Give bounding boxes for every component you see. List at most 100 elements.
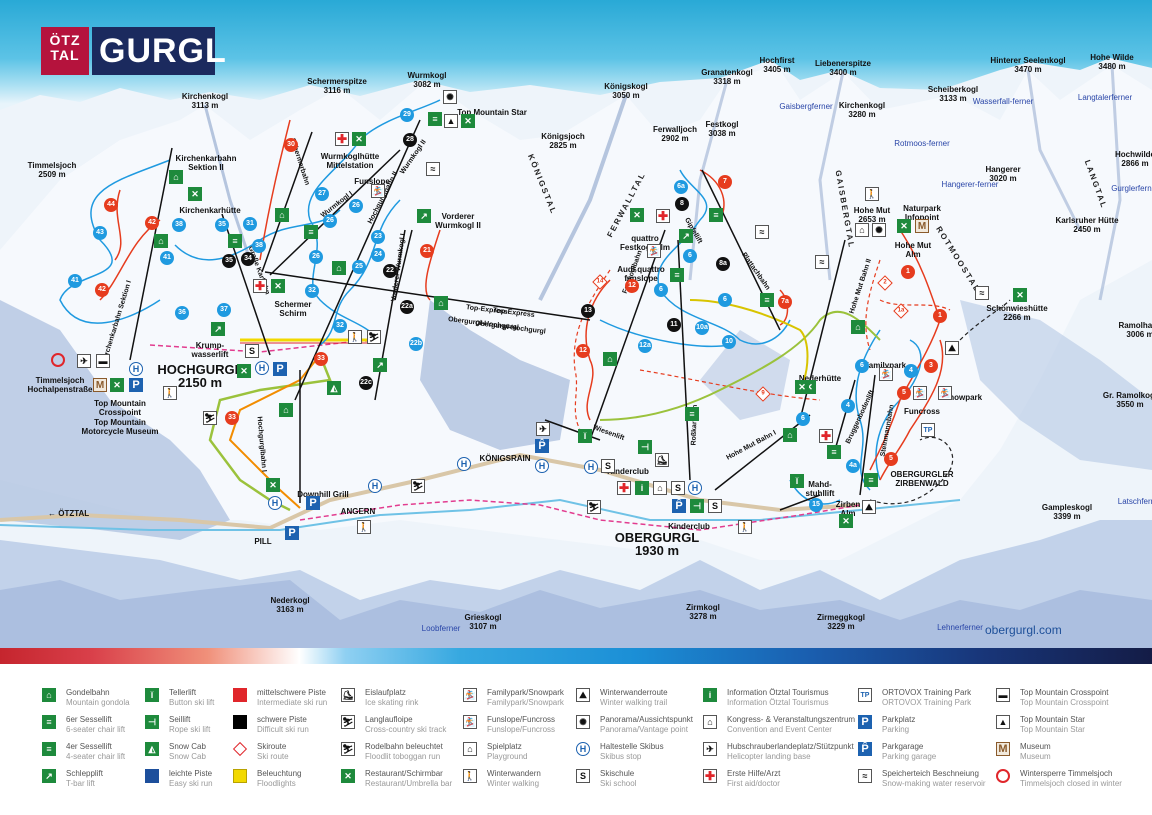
panorama-icon[interactable]: ✺	[872, 223, 886, 237]
run-marker-black[interactable]: 22a	[400, 300, 414, 314]
run-marker-black[interactable]: 13	[581, 304, 595, 318]
run-marker-blue[interactable]: 10a	[695, 321, 709, 335]
first-aid-icon[interactable]: ✚	[656, 209, 670, 223]
gondola-icon[interactable]: ⌂	[154, 234, 168, 248]
gondola-icon[interactable]: ⌂	[434, 296, 448, 310]
run-marker-blue[interactable]: 26	[323, 214, 337, 228]
rope-lift-icon[interactable]: ⊣	[638, 440, 652, 454]
run-marker-blue[interactable]: 6	[855, 359, 869, 373]
funslope-icon[interactable]: 🏂	[913, 386, 927, 400]
run-marker-blue[interactable]: 22b	[409, 337, 423, 351]
panorama-icon[interactable]: ✺	[443, 90, 457, 104]
winter-walking-icon[interactable]: 🚶	[738, 520, 752, 534]
run-marker-black[interactable]: 22	[383, 264, 397, 278]
run-marker-blue[interactable]: 38	[252, 239, 266, 253]
run-marker-blue[interactable]: 43	[93, 226, 107, 240]
run-marker-red[interactable]: 44	[104, 198, 118, 212]
run-marker-red[interactable]: 7	[718, 175, 732, 189]
bus-stop-icon[interactable]: H	[129, 362, 143, 376]
ski-school-icon[interactable]: S	[708, 499, 722, 513]
run-marker-blue[interactable]: 6	[718, 293, 732, 307]
run-marker-blue[interactable]: 6	[683, 249, 697, 263]
run-marker-black[interactable]: 34	[241, 252, 255, 266]
run-marker-red[interactable]: 12	[576, 344, 590, 358]
parking-icon[interactable]: P	[285, 526, 299, 540]
walking-trail-icon[interactable]: ⛰	[945, 341, 959, 355]
run-marker-blue[interactable]: 32	[305, 284, 319, 298]
tbar-lift-icon[interactable]: ↗	[373, 358, 387, 372]
bus-stop-icon[interactable]: H	[584, 460, 598, 474]
run-marker-blue[interactable]: 25	[352, 260, 366, 274]
restaurant-icon[interactable]: ✕	[1013, 288, 1027, 302]
water-reservoir-icon[interactable]: ≈	[426, 162, 440, 176]
bus-stop-icon[interactable]: H	[368, 479, 382, 493]
run-marker-black[interactable]: 11	[667, 318, 681, 332]
restaurant-icon[interactable]: ✕	[237, 364, 251, 378]
run-marker-blue[interactable]: 4	[841, 399, 855, 413]
water-reservoir-icon[interactable]: ≈	[975, 286, 989, 300]
first-aid-icon[interactable]: ✚	[335, 132, 349, 146]
run-marker-blue[interactable]: 26	[349, 199, 363, 213]
chairlift-6-icon[interactable]: ≡	[685, 407, 699, 421]
ski-school-icon[interactable]: S	[671, 481, 685, 495]
cross-country-icon[interactable]: ⛷	[411, 479, 425, 493]
tbar-lift-icon[interactable]: ↗	[417, 209, 431, 223]
restaurant-icon[interactable]: ✕	[839, 514, 853, 528]
congress-center-icon[interactable]: ⌂	[653, 481, 667, 495]
museum-icon[interactable]: M	[93, 378, 107, 392]
playground-icon[interactable]: ⌂	[855, 223, 869, 237]
water-reservoir-icon[interactable]: ≈	[815, 255, 829, 269]
run-marker-black[interactable]: 22c	[359, 376, 373, 390]
run-marker-blue[interactable]: 6	[654, 283, 668, 297]
run-marker-red[interactable]: 30	[284, 138, 298, 152]
funslope-icon[interactable]: 🏂	[371, 184, 385, 198]
run-marker-red[interactable]: 5	[884, 452, 898, 466]
cross-country-icon[interactable]: ⛷	[587, 500, 601, 514]
snowcab-icon[interactable]: ◭	[327, 381, 341, 395]
run-marker-blue[interactable]: 27	[315, 187, 329, 201]
crosspoint-icon[interactable]: ▬	[96, 354, 110, 368]
parking-icon[interactable]: P	[273, 362, 287, 376]
museum-icon[interactable]: M	[915, 219, 929, 233]
run-marker-blue[interactable]: 26	[309, 250, 323, 264]
run-marker-blue[interactable]: 41	[68, 274, 82, 288]
bus-stop-icon[interactable]: H	[268, 496, 282, 510]
rope-lift-icon[interactable]: ⊣	[690, 499, 704, 513]
run-marker-blue[interactable]: 37	[217, 303, 231, 317]
chairlift-6-icon[interactable]: ≡	[428, 112, 442, 126]
run-marker-red[interactable]: 3	[924, 359, 938, 373]
restaurant-icon[interactable]: ✕	[897, 219, 911, 233]
parking-garage-icon[interactable]: P̂	[535, 439, 549, 453]
run-marker-blue[interactable]: 41	[160, 251, 174, 265]
ski-school-icon[interactable]: S	[601, 459, 615, 473]
run-marker-blue[interactable]: 6a	[674, 180, 688, 194]
run-marker-blue[interactable]: 24	[371, 248, 385, 262]
ski-school-icon[interactable]: S	[245, 344, 259, 358]
website-link[interactable]: obergurgl.com	[985, 623, 1062, 637]
run-marker-blue[interactable]: 38	[172, 218, 186, 232]
button-lift-icon[interactable]: ǐ	[578, 429, 592, 443]
parking-icon[interactable]: P	[129, 378, 143, 392]
winter-walking-icon[interactable]: 🚶	[357, 520, 371, 534]
bus-stop-icon[interactable]: H	[457, 457, 471, 471]
toboggan-icon[interactable]: ⛷	[203, 411, 217, 425]
gondola-icon[interactable]: ⌂	[279, 403, 293, 417]
restaurant-icon[interactable]: ✕	[461, 114, 475, 128]
restaurant-icon[interactable]: ✕	[110, 378, 124, 392]
ice-skating-icon[interactable]: ⛸	[655, 453, 669, 467]
run-marker-blue[interactable]: 32	[333, 319, 347, 333]
tbar-lift-icon[interactable]: ↗	[679, 229, 693, 243]
tbar-lift-icon[interactable]: ↗	[211, 322, 225, 336]
gondola-icon[interactable]: ⌂	[783, 428, 797, 442]
training-park-icon[interactable]: TP	[921, 423, 935, 437]
run-marker-black[interactable]: 8	[675, 197, 689, 211]
chairlift-4-icon[interactable]: ≡	[864, 473, 878, 487]
gondola-icon[interactable]: ⌂	[851, 320, 865, 334]
run-marker-blue[interactable]: 10	[722, 335, 736, 349]
first-aid-icon[interactable]: ✚	[253, 279, 267, 293]
run-marker-red[interactable]: 33	[314, 352, 328, 366]
run-marker-black[interactable]: 35	[222, 254, 236, 268]
restaurant-icon[interactable]: ✕	[630, 208, 644, 222]
first-aid-icon[interactable]: ✚	[819, 429, 833, 443]
run-marker-black[interactable]: 8a	[716, 257, 730, 271]
